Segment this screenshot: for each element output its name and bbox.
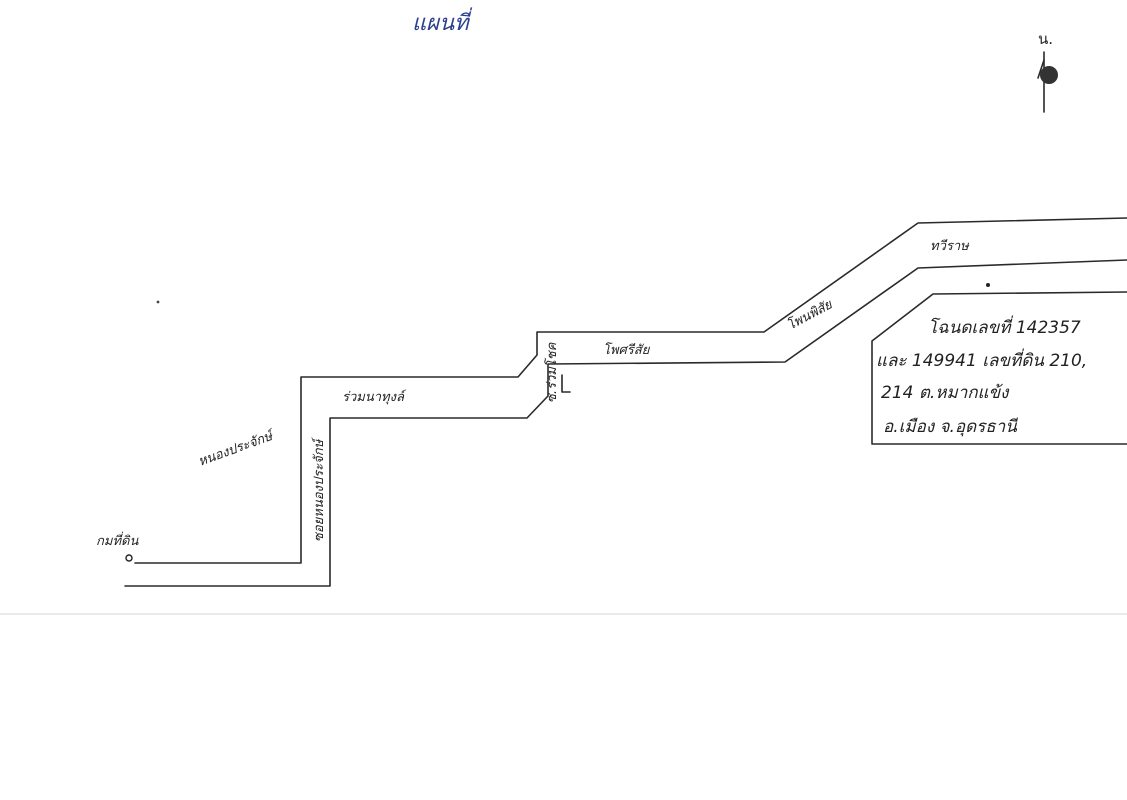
plot-info-line-4: อ.เมือง จ.อุดรธานี xyxy=(883,417,1019,437)
road-label-nong-pracha-left: หนองประจักษ์ xyxy=(196,427,278,470)
map-title: แผนที่ xyxy=(412,7,473,36)
plot-boundary xyxy=(871,291,1127,445)
plot-info-line-1: โฉนดเลขที่ 142357 xyxy=(928,315,1081,338)
road-label-ruam-natung: ร่วมนาทุงล์ xyxy=(342,389,407,405)
road-label-soi-nong-pracha: ซอยหนองประจักษ์ xyxy=(311,437,327,542)
origin-point xyxy=(125,554,133,562)
road-label-soi-ruamchoke: ซ.ร่วมโชค xyxy=(544,341,560,403)
origin-label: กมที่ดิน xyxy=(96,531,139,549)
road-edge-upper xyxy=(134,217,1127,564)
north-label: น. xyxy=(1038,30,1053,48)
road-label-pho-sri-1: โพศรีสัย xyxy=(603,342,651,358)
stray-dot xyxy=(156,300,160,304)
road-label-pho-sri-2: โพนพิสัย xyxy=(784,296,836,334)
plot-info: โฉนดเลขที่ 142357 และ 149941 เลขที่ดิน 2… xyxy=(876,315,1087,437)
plot-info-line-3: 214 ต.หมากแข้ง xyxy=(881,383,1010,403)
plot-marker xyxy=(986,283,990,287)
north-arrow-icon: น. xyxy=(1037,30,1058,113)
soi-marker-icon xyxy=(561,374,571,393)
plot-info-line-2: และ 149941 เลขที่ดิน 210, xyxy=(876,348,1087,371)
road-label-sri-road: ทวีราษ xyxy=(930,238,970,254)
road-edge-lower xyxy=(124,259,1127,587)
